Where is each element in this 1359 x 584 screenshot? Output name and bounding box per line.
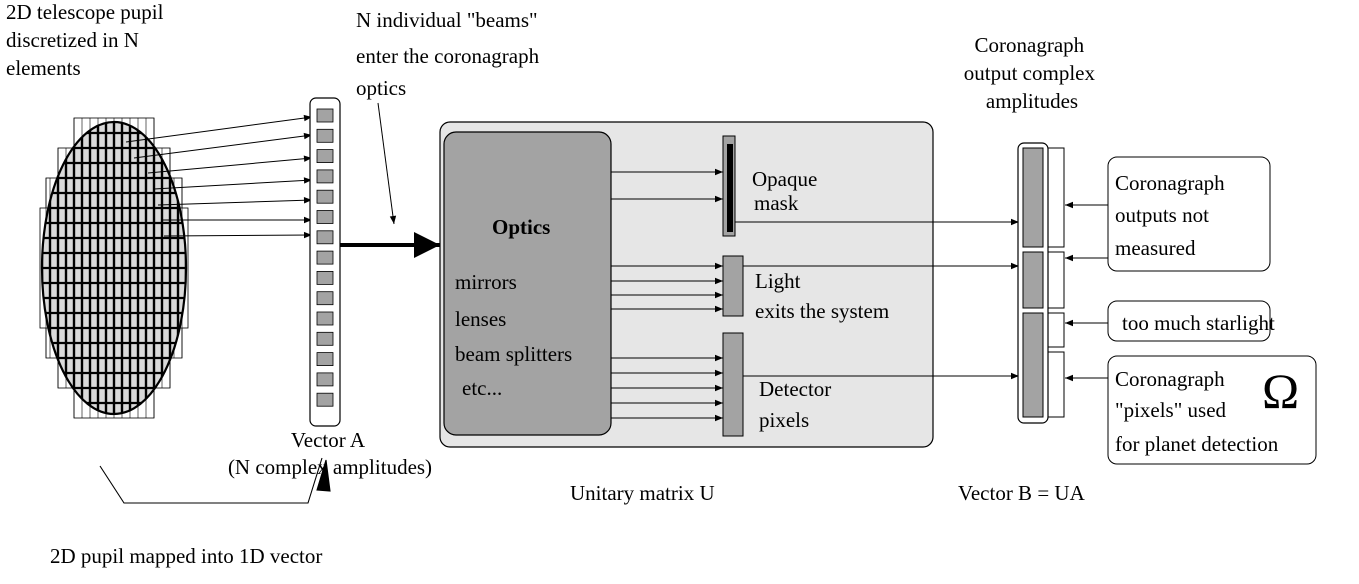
vector-a-cell	[316, 352, 334, 367]
mapping-note: 2D pupil mapped into 1D vector	[50, 544, 322, 568]
vector-a-cell	[316, 210, 334, 224]
light-exits-label: Light exits the system	[755, 269, 889, 323]
optics-block	[443, 131, 612, 436]
vector-a-cell	[316, 128, 334, 143]
vector-a-cell	[316, 108, 334, 123]
bracket-pointer-arrows	[1065, 201, 1108, 382]
pixels-used-box	[1107, 355, 1317, 465]
pixels-used-text: Coronagraph "pixels" used for planet det…	[1115, 367, 1279, 456]
vector-b-column	[1017, 142, 1108, 424]
vector-a-cell	[316, 291, 334, 306]
light-exit-element	[722, 255, 744, 317]
pupil-title: 2D telescope pupil discretized in N elem…	[6, 0, 169, 80]
beams-note: N individual "beams" enter the coronagra…	[356, 8, 544, 100]
beam-arrow	[153, 177, 313, 190]
beam-arrow	[147, 155, 313, 174]
vector-a-column	[309, 97, 341, 427]
optics-internal-arrows	[611, 168, 723, 422]
optics-items: mirrors lenses beam splitters etc...	[455, 270, 577, 400]
vector-a-cell	[316, 270, 334, 285]
vector-a-cell	[316, 331, 334, 346]
output-cell	[1022, 312, 1044, 418]
vector-a-cell	[316, 230, 334, 245]
output-cell	[1022, 147, 1044, 248]
output-title: Coronagraph output complex amplitudes	[964, 33, 1100, 113]
beam-arrow	[125, 114, 313, 143]
vector-a-label: Vector A (N complex amplitudes)	[228, 428, 432, 479]
mapping-path	[99, 457, 331, 504]
optics-title: Optics	[492, 215, 550, 239]
vector-a-cell	[316, 189, 334, 204]
vector-b-label: Vector B = UA	[958, 481, 1086, 505]
omega-symbol: Ω	[1262, 363, 1299, 419]
output-cell	[1022, 251, 1044, 309]
starlight-box	[1107, 300, 1271, 342]
opaque-mask-bar	[727, 144, 733, 232]
vector-a-cell	[316, 372, 334, 387]
beam-arrow	[163, 231, 313, 239]
detector-label: Detector pixels	[759, 377, 837, 432]
telescope-pupil	[39, 117, 189, 419]
output-arrows	[735, 218, 1019, 380]
vector-a-cell	[316, 169, 334, 184]
vector-a-cell	[316, 311, 334, 326]
beam-arrow	[133, 132, 313, 159]
not-measured-text: Coronagraph outputs not measured	[1115, 171, 1230, 260]
vector-a-cells	[316, 108, 334, 407]
unitary-label: Unitary matrix U	[570, 481, 715, 505]
not-measured-box	[1107, 156, 1271, 272]
output-brackets	[1047, 147, 1065, 418]
starlight-text: too much starlight	[1122, 311, 1275, 335]
pupil-to-vector-arrows	[125, 114, 313, 239]
vector-a-cell	[316, 392, 334, 407]
vector-a-cell	[316, 250, 334, 265]
vector-a-cell	[316, 149, 334, 164]
beam-arrow	[157, 197, 313, 206]
detector-element	[722, 332, 744, 437]
opaque-mask-label: Opaque mask	[752, 167, 823, 215]
beams-note-pointer	[377, 102, 397, 225]
